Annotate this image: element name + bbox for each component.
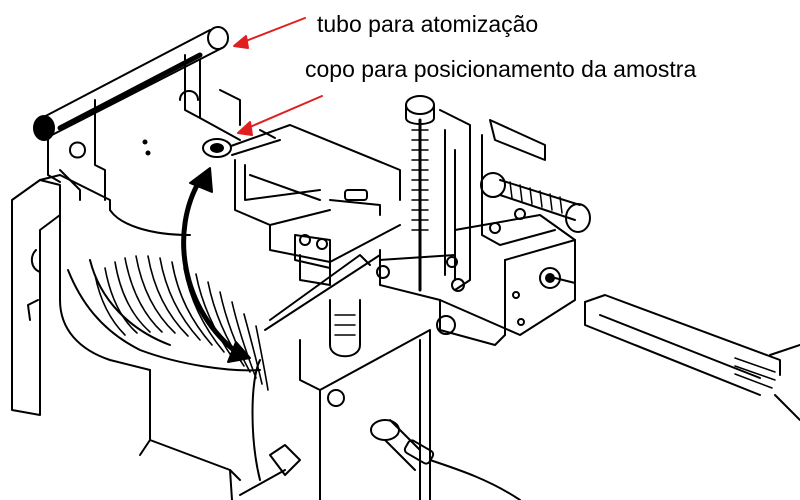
- cup-label: copo para posicionamento da amostra: [305, 56, 697, 82]
- sample-cup-carriage: [202, 124, 401, 286]
- atomization-tube: [33, 26, 241, 201]
- cup-pointer-arrow: [237, 95, 323, 136]
- side-clamp: [480, 119, 591, 246]
- sampler-arm: [584, 294, 800, 421]
- tube-label: tubo para atomização: [317, 11, 539, 37]
- main-housing: [11, 174, 261, 500]
- gas-fitting: [370, 419, 521, 500]
- lower-assembly: [239, 254, 431, 500]
- front-block: [376, 214, 576, 346]
- rotation-arrow-icon: [181, 167, 251, 363]
- height-adjuster: [405, 95, 471, 292]
- tube-pointer-arrow: [233, 17, 306, 49]
